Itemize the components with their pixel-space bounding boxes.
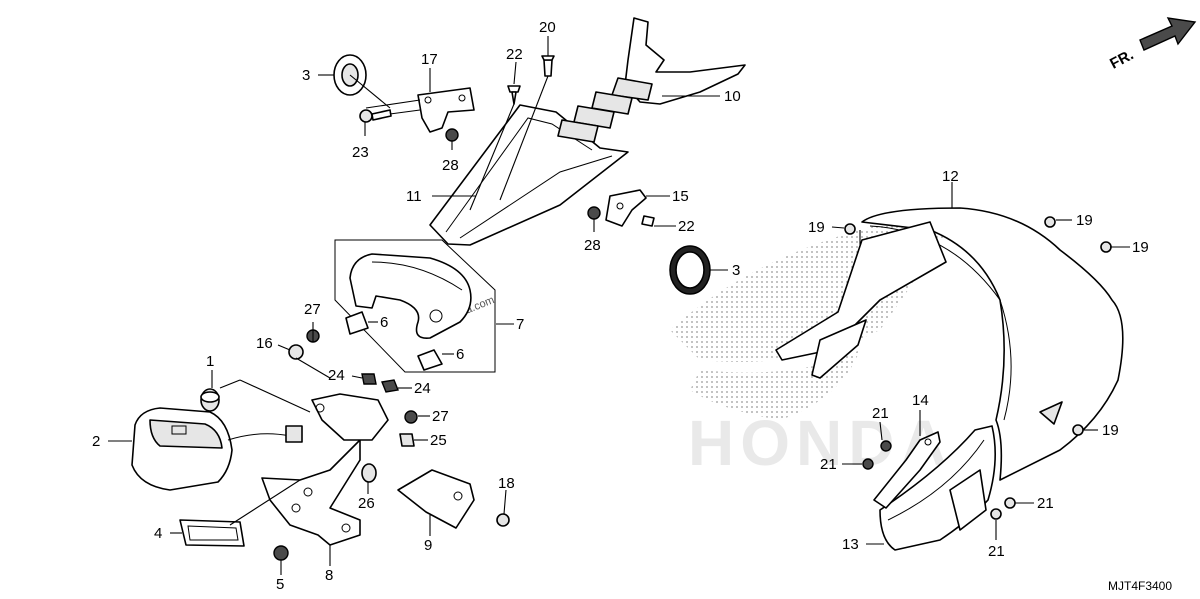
leader-lines (108, 36, 1130, 575)
callout-10: 10 (724, 88, 741, 105)
callout-13: 13 (842, 536, 859, 553)
grommet-1 (200, 388, 220, 412)
callout-20: 20 (539, 19, 556, 36)
callout-25: 25 (430, 432, 447, 449)
callout-19-d: 19 (1102, 422, 1119, 439)
rear-cowl-12 (775, 207, 1124, 481)
callout-labels: 3 17 23 28 22 20 10 11 15 22 28 3 7 6 6 … (92, 19, 1149, 593)
screw-19-c (1100, 241, 1112, 253)
callout-12: 12 (942, 168, 959, 185)
side-cover-13 (879, 425, 996, 551)
callout-23: 23 (352, 144, 369, 161)
bolt-22-mid (641, 215, 655, 227)
bracket-17 (417, 87, 475, 133)
assembly-frame-7 (334, 239, 496, 373)
screw-19-b (1044, 216, 1056, 228)
callout-1: 1 (206, 353, 214, 370)
screw-19-a (844, 223, 856, 235)
callout-4: 4 (154, 525, 162, 542)
nut-28-top (445, 128, 459, 142)
callout-16: 16 (256, 335, 273, 352)
callout-9: 9 (424, 537, 432, 554)
grommet-26 (361, 463, 377, 483)
callout-22-mid: 22 (678, 218, 695, 235)
bracket-14 (873, 431, 941, 509)
license-bracket-8 (261, 393, 389, 546)
pad-6-top (345, 311, 369, 335)
callout-11: 11 (406, 188, 422, 205)
callout-28-mid: 28 (584, 237, 601, 254)
callout-18: 18 (498, 475, 515, 492)
callout-27-left: 27 (304, 301, 321, 318)
callout-26: 26 (358, 495, 375, 512)
grommet-3-mid (669, 245, 711, 295)
callout-3-mid: 3 (732, 262, 740, 279)
callout-21-a: 21 (872, 405, 889, 422)
callout-14: 14 (912, 392, 929, 409)
screw-21-c (1004, 497, 1016, 509)
screw-21-a (880, 440, 892, 452)
front-arrow-icon: FR. (1107, 17, 1197, 73)
callout-21-c: 21 (1037, 495, 1054, 512)
callout-15: 15 (672, 188, 689, 205)
front-label: FR. (1107, 46, 1136, 72)
callout-6-bottom: 6 (456, 346, 464, 363)
reflector-4 (179, 519, 245, 547)
callout-21-b: 21 (820, 456, 837, 473)
callout-3-top: 3 (302, 67, 310, 84)
taillight-2 (131, 407, 303, 491)
diagram-code: MJT4F3400 (1108, 579, 1172, 593)
housing-7 (349, 253, 472, 339)
clip-24-left (361, 373, 377, 385)
callout-19-a: 19 (808, 219, 825, 236)
callout-19-c: 19 (1132, 239, 1149, 256)
bolt-20 (541, 55, 555, 77)
bolt-22-top (507, 85, 521, 105)
nut-5 (273, 545, 289, 561)
callout-28-top: 28 (442, 157, 459, 174)
callout-19-b: 19 (1076, 212, 1093, 229)
clip-24-right (381, 379, 399, 393)
callout-2: 2 (92, 433, 100, 450)
cover-9 (397, 469, 475, 529)
screw-18 (496, 513, 510, 527)
bolt-23 (359, 109, 392, 123)
nut-28-mid (587, 206, 601, 220)
screw-21-b (862, 458, 874, 470)
bracket-10 (557, 17, 746, 143)
callout-8: 8 (325, 567, 333, 584)
bracket-15 (605, 189, 647, 227)
callout-24-left: 24 (328, 367, 345, 384)
callout-22-top: 22 (506, 46, 523, 63)
callout-7: 7 (516, 316, 524, 333)
callout-5: 5 (276, 576, 284, 593)
screw-21-d (990, 508, 1002, 520)
clip-25 (399, 433, 415, 447)
callout-17: 17 (421, 51, 438, 68)
callout-27-right: 27 (432, 408, 449, 425)
callout-21-d: 21 (988, 543, 1005, 560)
collar-16 (288, 344, 304, 360)
callout-24-right: 24 (414, 380, 431, 397)
screw-19-d (1072, 424, 1084, 436)
callout-6-top: 6 (380, 314, 388, 331)
nut-27-right (404, 410, 418, 424)
pad-6-bottom (417, 349, 443, 371)
